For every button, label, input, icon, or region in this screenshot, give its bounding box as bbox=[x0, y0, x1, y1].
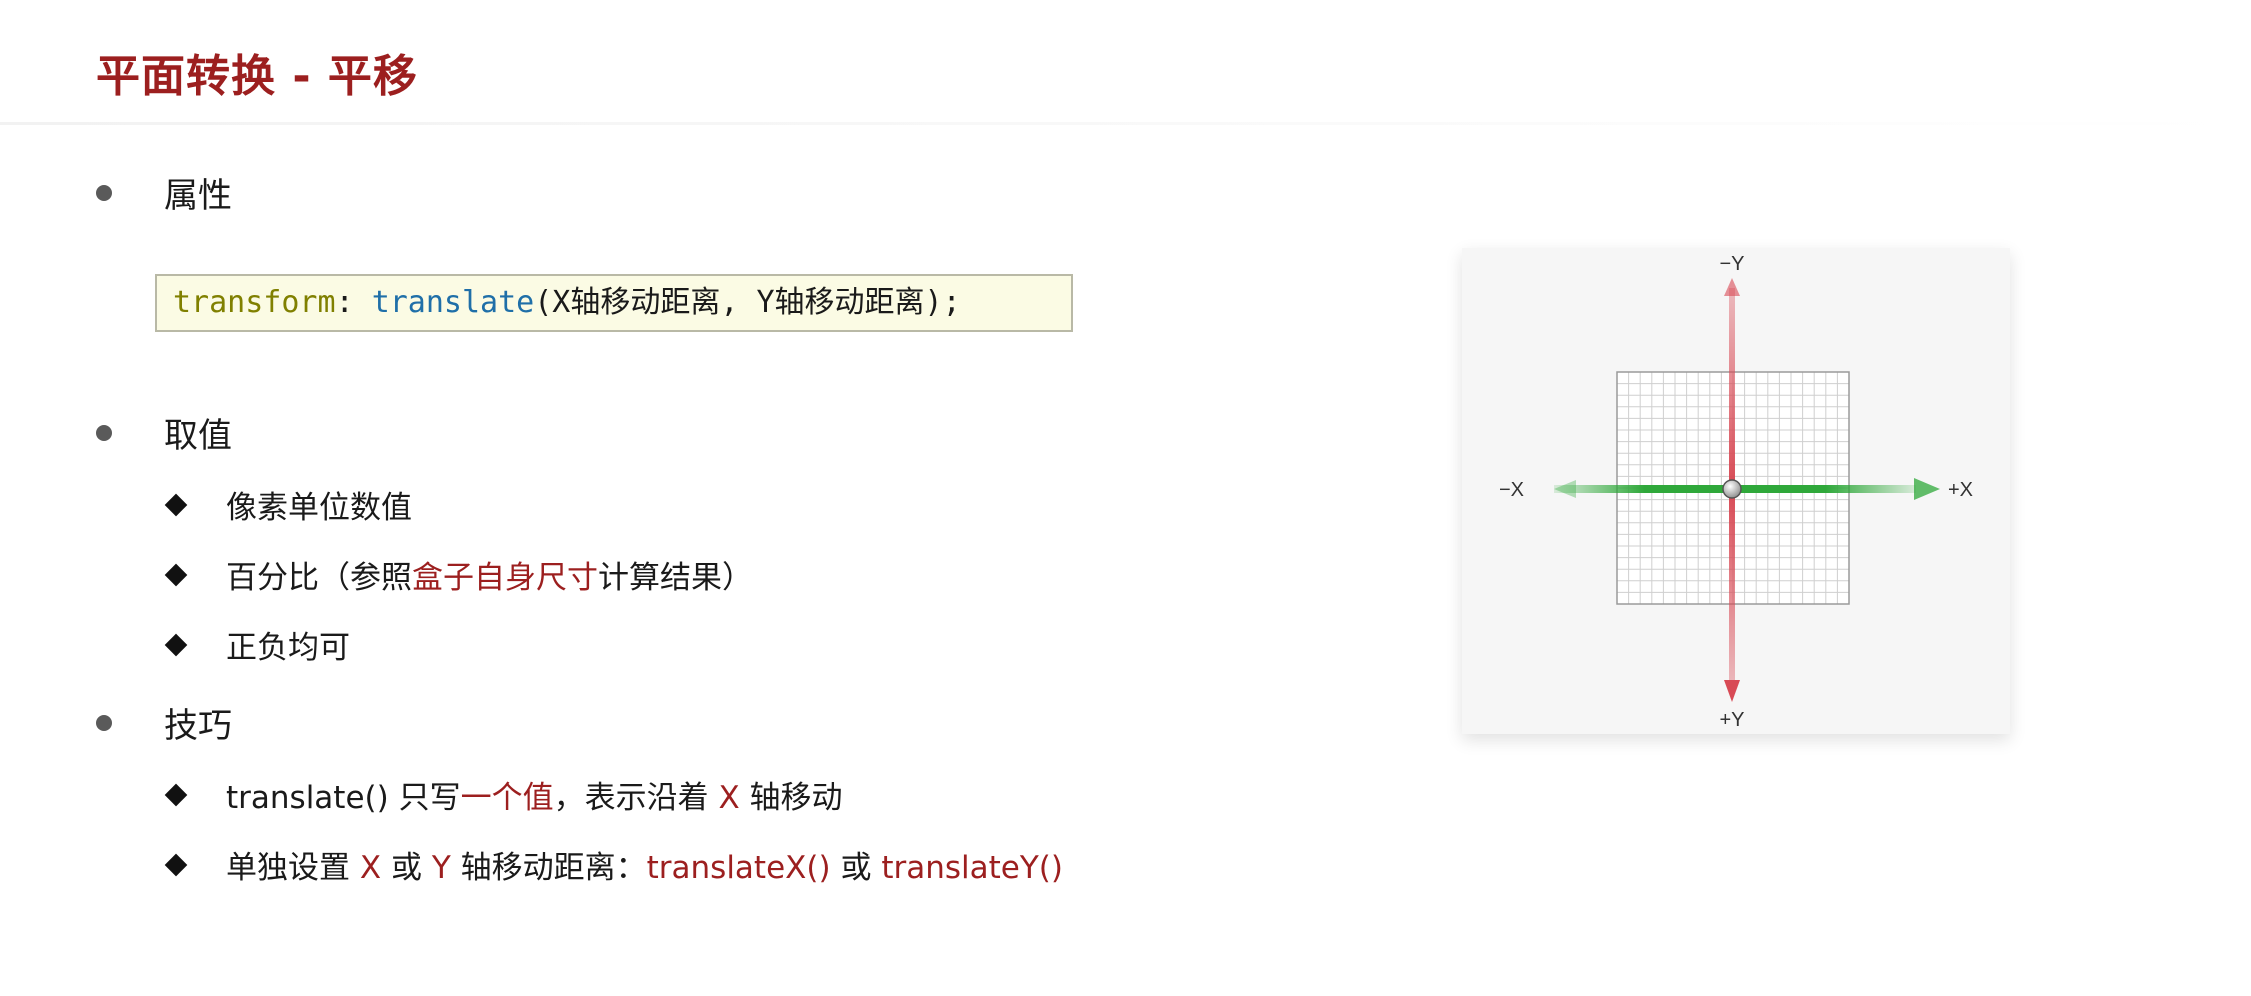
coordinate-diagram: −Y +Y −X +X bbox=[1462, 248, 2010, 734]
item-text-pre: 百分比（参照 bbox=[226, 560, 412, 596]
item-text: 单独设置 X 或 Y 轴移动距离：translateX() 或 translat… bbox=[226, 842, 1063, 887]
tip2-mid-3: 或 bbox=[830, 850, 882, 886]
diamond-bullet-icon bbox=[164, 783, 188, 806]
list-item-pixel: 像素单位数值 bbox=[164, 482, 412, 527]
diamond-bullet-icon bbox=[164, 853, 188, 876]
bullet-dot-icon bbox=[96, 184, 112, 201]
item-text: 正负均可 bbox=[226, 630, 350, 666]
label-pos-y: +Y bbox=[1719, 709, 1744, 731]
tip1-post: 轴移动 bbox=[739, 780, 843, 816]
property-heading: 属性 bbox=[164, 176, 232, 216]
bullet-values: 取值 bbox=[96, 408, 232, 457]
tip2-mid-2: 轴移动距离： bbox=[450, 850, 647, 886]
tip2-highlight-translatex: translateX() bbox=[646, 850, 831, 886]
list-item-sign: 正负均可 bbox=[164, 622, 350, 667]
tip2-highlight-y: Y bbox=[431, 850, 451, 886]
origin-icon bbox=[1722, 479, 1742, 499]
item-text-highlight: 盒子自身尺寸 bbox=[412, 560, 598, 596]
bullet-tips: 技巧 bbox=[96, 698, 232, 747]
tip1-highlight-1: 一个值 bbox=[460, 780, 554, 816]
item-text-post: 计算结果） bbox=[598, 560, 753, 596]
tip1-pre: translate() 只写 bbox=[226, 780, 461, 816]
neg-x-arrow-icon bbox=[1554, 480, 1576, 498]
tip2-mid-1: 或 bbox=[381, 850, 432, 886]
label-pos-x: +X bbox=[1948, 479, 1973, 501]
values-heading: 取值 bbox=[164, 416, 232, 456]
bullet-dot-icon bbox=[96, 714, 112, 731]
diamond-bullet-icon bbox=[164, 633, 188, 656]
coordinate-diagram-svg: −Y +Y −X +X bbox=[1499, 253, 1973, 731]
tip2-highlight-x: X bbox=[359, 850, 382, 886]
tip2-highlight-translatey: translateY() bbox=[881, 850, 1063, 886]
list-item-percent: 百分比（参照盒子自身尺寸计算结果） bbox=[164, 552, 753, 597]
item-text: 像素单位数值 bbox=[226, 490, 412, 526]
diamond-bullet-icon bbox=[164, 563, 188, 586]
label-neg-y: −Y bbox=[1719, 253, 1744, 275]
code-property: transform bbox=[173, 285, 336, 320]
bullet-dot-icon bbox=[96, 424, 112, 441]
item-text: 百分比（参照盒子自身尺寸计算结果） bbox=[226, 552, 753, 597]
tips-heading: 技巧 bbox=[164, 706, 232, 746]
diamond-bullet-icon bbox=[164, 493, 188, 516]
tip2-pre: 单独设置 bbox=[226, 850, 360, 886]
code-snippet: transform: translate(X轴移动距离, Y轴移动距离); bbox=[155, 274, 1073, 332]
code-function: translate bbox=[371, 285, 535, 320]
list-item-tip-2: 单独设置 X 或 Y 轴移动距离：translateX() 或 translat… bbox=[164, 842, 1063, 887]
title-divider bbox=[0, 122, 2251, 125]
list-item-tip-1: translate() 只写一个值，表示沿着 X 轴移动 bbox=[164, 772, 843, 817]
tip1-highlight-2: X bbox=[718, 780, 740, 816]
page-title: 平面转换 - 平移 bbox=[96, 51, 418, 102]
item-text: translate() 只写一个值，表示沿着 X 轴移动 bbox=[226, 772, 843, 817]
bullet-property: 属性 bbox=[96, 168, 232, 217]
label-neg-x: −X bbox=[1499, 479, 1524, 501]
tip1-mid: ，表示沿着 bbox=[553, 780, 719, 816]
neg-y-arrow-icon bbox=[1724, 278, 1740, 296]
pos-y-arrow-icon bbox=[1724, 680, 1740, 702]
code-args: (X轴移动距离, Y轴移动距离); bbox=[534, 285, 961, 320]
pos-x-arrow-icon bbox=[1914, 478, 1940, 500]
code-colon: : bbox=[335, 285, 372, 320]
